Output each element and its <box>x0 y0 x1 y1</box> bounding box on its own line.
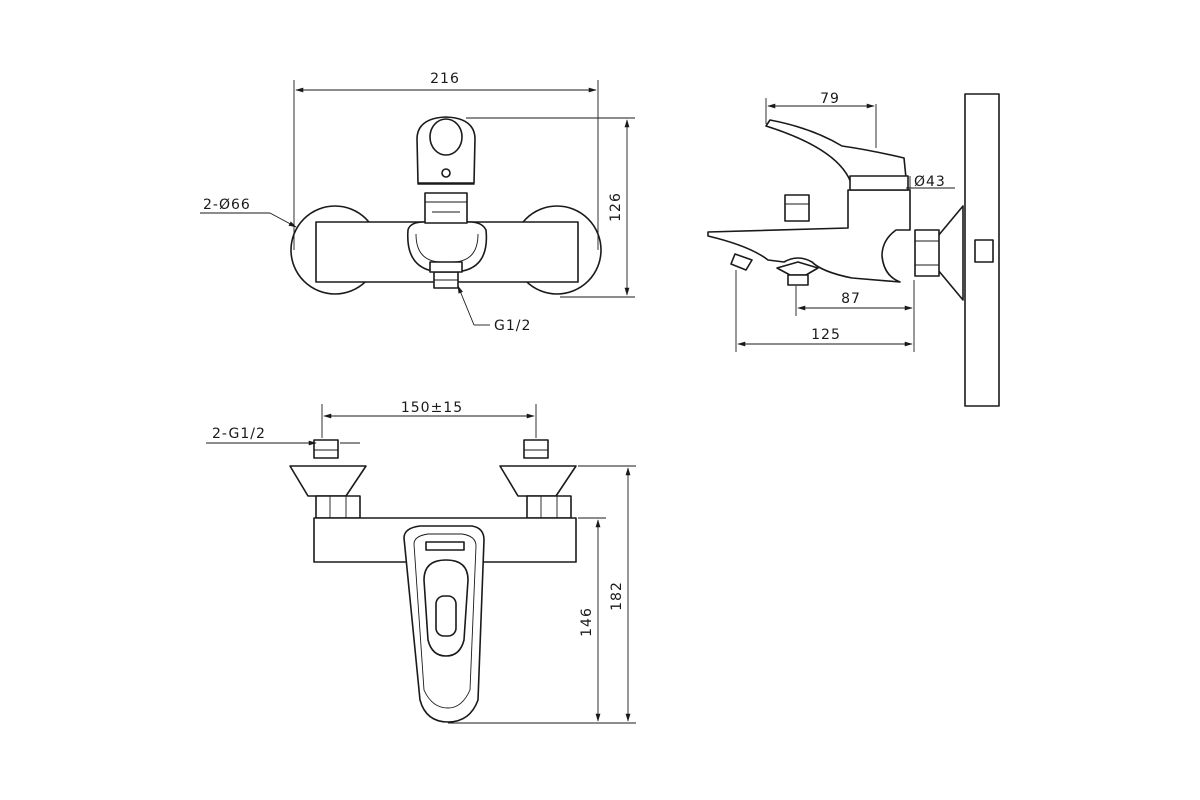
left-inlet-connector <box>313 439 339 459</box>
wall-section <box>964 93 1000 407</box>
side-view: 79 Ø43 87 125 <box>707 91 1000 407</box>
center-housing <box>407 221 488 273</box>
dim-126: 126 <box>608 192 624 222</box>
side-nut <box>914 229 940 277</box>
dim-216: 216 <box>430 71 460 87</box>
side-flange <box>937 205 964 301</box>
dim-inlets: 2-G1/2 <box>212 426 266 442</box>
dim-182: 182 <box>609 581 625 611</box>
side-lever <box>765 119 907 187</box>
left-nut <box>315 495 361 519</box>
diverter-knob <box>784 194 810 222</box>
dim-side-dia: Ø43 <box>914 174 946 190</box>
brand-plate <box>425 541 465 551</box>
bottom-handle <box>423 559 469 657</box>
front-lever <box>416 116 476 184</box>
dim-79: 79 <box>820 91 840 107</box>
cartridge <box>424 192 468 224</box>
dim-87: 87 <box>841 291 861 307</box>
right-cone-flange <box>499 465 577 497</box>
side-body <box>707 189 911 283</box>
dim-outlet-thread: G1/2 <box>494 318 531 334</box>
bottom-view: 150±15 2-G1/2 146 182 <box>206 400 636 724</box>
front-view: 216 126 2-Ø66 G1/2 <box>200 71 635 334</box>
dim-flange-dia: 2-Ø66 <box>203 197 251 213</box>
left-cone-flange <box>289 465 367 497</box>
dim-125: 125 <box>811 327 841 343</box>
dim-150: 150±15 <box>401 400 463 416</box>
right-nut <box>526 495 572 519</box>
right-inlet-connector <box>523 439 549 459</box>
dim-146: 146 <box>579 607 595 637</box>
